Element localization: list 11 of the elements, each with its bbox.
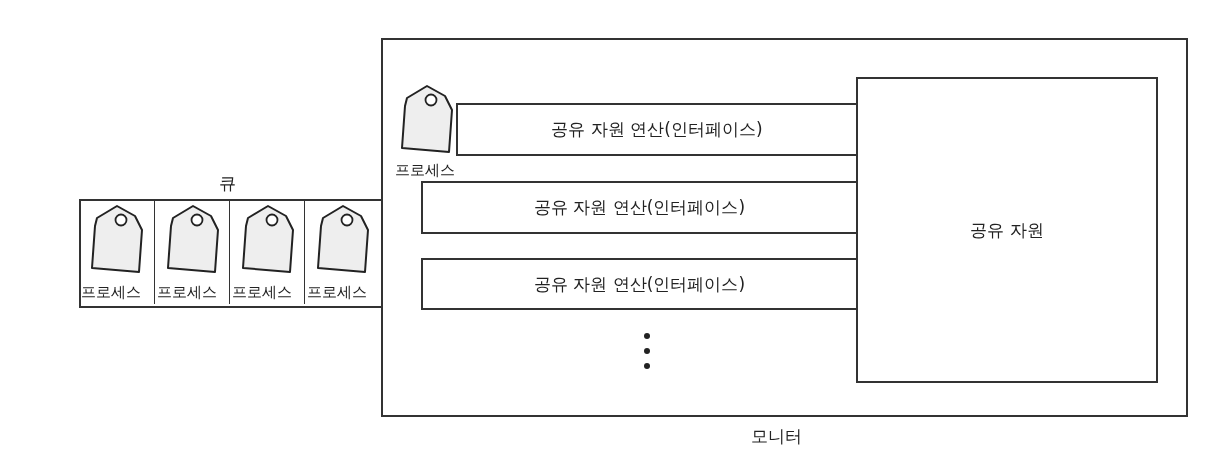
interface-box: 공유 자원 연산(인터페이스)	[421, 258, 858, 310]
process-label: 프로세스	[232, 282, 292, 302]
process-label: 프로세스	[307, 282, 367, 302]
process-label: 프로세스	[81, 282, 141, 302]
resource-box: 공유 자원	[856, 77, 1158, 383]
monitor-label: 모니터	[751, 426, 802, 446]
interface-box: 공유 자원 연산(인터페이스)	[456, 103, 858, 156]
queue-label: 큐	[219, 173, 236, 193]
process-label: 프로세스	[395, 160, 455, 180]
interface-box: 공유 자원 연산(인터페이스)	[421, 181, 858, 234]
process-label: 프로세스	[157, 282, 217, 302]
